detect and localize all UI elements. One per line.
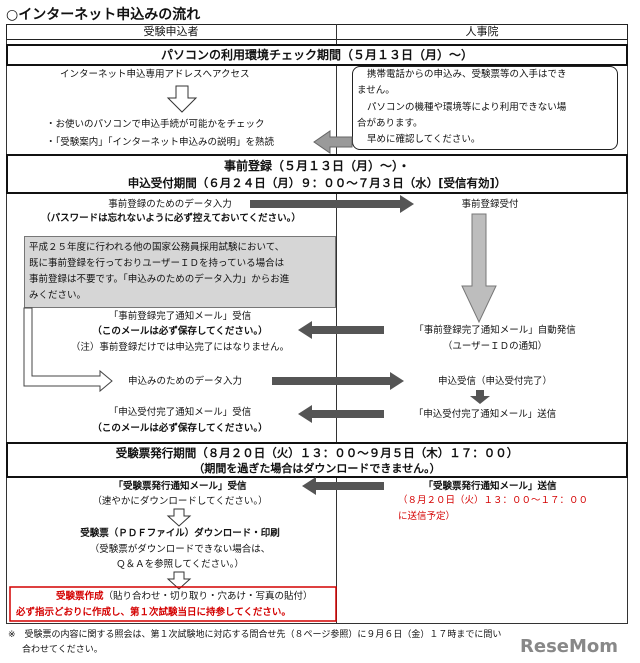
- page-title: ○インターネット申込みの流れ: [6, 7, 201, 23]
- make-ticket-warning: 必ず指示どおりに作成し、第１次試験当日に持参してください。: [16, 607, 291, 618]
- footnote-line-2: 合わせてください。: [22, 645, 103, 655]
- pdf-note-line-2: Ｑ＆Ａを参照してください。）: [116, 559, 244, 570]
- column-right-label: 人事院: [465, 25, 499, 38]
- phase2-header-line1: 事前登録（５月１３日（月）～）・: [223, 159, 410, 173]
- footnote-line-1: ※ 受験票の内容に関する照会は、第１次試験地に対応する問合せ先（８ページ参照）に…: [8, 630, 502, 640]
- caution-line-4: 合があります。: [357, 118, 423, 129]
- schedule-line-1: （８月２０日（火）１３：００～１７：００: [398, 495, 589, 506]
- column-divider: [336, 24, 337, 624]
- pdf-note-line-1: （受験票がダウンロードできない場合は、: [89, 544, 271, 555]
- auto-send-mail: 「事前登録完了通知メール」自動発信: [414, 325, 576, 336]
- make-ticket-box: [9, 586, 337, 622]
- make-ticket-detail: （貼り合わせ・切り取り・穴あけ・写真の貼付）: [103, 591, 313, 602]
- existing-note-line-4: みください。: [29, 290, 87, 301]
- caution-line-2: ません。: [357, 85, 395, 96]
- right-arrow-apply: [272, 372, 404, 390]
- apply-received: 申込受信（申込受付完了）: [437, 376, 552, 387]
- down-arrow-issue-1: [166, 508, 192, 527]
- save-mail-note-2: （このメールは必ず保存してください。）: [92, 423, 268, 434]
- pre-reg-data-entry: 事前登録のためのデータ入力: [108, 199, 232, 210]
- phase2-header-line2: 申込受付期間（６月２４日（月）９：００～７月３日（水）[受信有効]）: [127, 176, 507, 190]
- column-header-row: [6, 24, 628, 40]
- existing-note-line-2: 既に事前登録を行っておりユーザーＩＤを持っている場合は: [29, 258, 285, 269]
- left-arrow-note: [313, 130, 353, 154]
- caution-line-3: パソコンの機種や環境等により利用できない場: [367, 102, 567, 113]
- left-arrow-issue-mail: [302, 477, 384, 495]
- down-arrow-issue-2: [166, 571, 192, 590]
- pdf-download: 受験票（ＰＤＦファイル）ダウンロード・印刷: [80, 528, 280, 539]
- phase3-header-line2: （期間を過ぎた場合はダウンロードできません。）: [193, 462, 441, 475]
- completion-mail-receive: 「事前登録完了通知メール」受信: [108, 311, 252, 322]
- save-mail-note-1: （このメールは必ず保存してください。）: [92, 326, 268, 337]
- left-arrow-accept-mail: [298, 405, 384, 423]
- watermark-logo: ReseMom: [520, 636, 619, 657]
- pre-reg-receipt: 事前登録受付: [461, 199, 519, 210]
- accept-mail-send: 「申込受付完了通知メール」送信: [413, 409, 557, 420]
- caution-line-5: 早めに確認してください。: [367, 134, 481, 145]
- issue-mail-send: 「受験票発行通知メール」送信: [423, 481, 557, 492]
- phase1-header-text: パソコンの利用環境チェック期間（５月１３日（月）～）: [160, 48, 473, 62]
- right-arrow-pre-reg: [250, 195, 414, 213]
- caution-line-1: 携帯電話からの申込み、受験票等の入手はでき: [367, 69, 567, 80]
- make-ticket-label: 受験票作成（貼り合わせ・切り取り・穴あけ・写真の貼付）: [56, 590, 313, 604]
- apply-data-entry: 申込みのためのデータ入力: [127, 376, 242, 387]
- down-arrow-access: [166, 85, 198, 113]
- access-text: インターネット申込専用アドレスへアクセス: [60, 69, 250, 80]
- column-left-label: 受験申込者: [143, 25, 199, 38]
- schedule-line-2: に送信予定）: [398, 511, 456, 522]
- password-note: （パスワードは忘れないように必ず控えておいてください。）: [41, 213, 301, 224]
- phase2-header: 事前登録（５月１３日（月）～）・ 申込受付期間（６月２４日（月）９：００～７月３…: [6, 154, 628, 194]
- down-arrow-apply-received: [470, 390, 490, 404]
- read-guide-text: ・「受験案内」「インターネット申込みの説明」を熟読: [46, 137, 275, 148]
- existing-user-note: 平成２５年度に行われる他の国家公務員採用試験において、 既に事前登録を行っており…: [24, 236, 336, 308]
- caution-note-box: 携帯電話からの申込み、受験票等の入手はでき ません。 パソコンの機種や環境等によ…: [352, 66, 618, 150]
- existing-note-line-3: 事前登録は不要です。「申込みのためのデータ入力」からお進: [29, 274, 290, 285]
- down-arrow-pre-reg-receipt: [461, 213, 497, 324]
- accept-mail-receive: 「申込受付完了通知メール」受信: [108, 407, 252, 418]
- left-arrow-completion-mail: [298, 321, 384, 339]
- bypass-arrow: [23, 307, 113, 393]
- make-ticket-title: 受験票作成: [56, 591, 104, 602]
- user-id-notice: （ユーザーＩＤの通知）: [442, 341, 548, 352]
- phase3-header: 受験票発行期間（８月２０日（火）１３：００～９月５日（木）１７：００） （期間を…: [6, 442, 628, 478]
- not-complete-note: （注）事前登録だけでは申込完了にはなりません。: [70, 342, 290, 353]
- env-check-text: ・お使いのパソコンで申込手続が可能かをチェック: [46, 119, 265, 130]
- download-quick-note: （速やかにダウンロードしてください。）: [92, 496, 268, 507]
- phase1-header: パソコンの利用環境チェック期間（５月１３日（月）～）: [6, 44, 628, 66]
- issue-mail-receive: 「受験票発行通知メール」受信: [113, 481, 247, 492]
- phase3-header-line1: 受験票発行期間（８月２０日（火）１３：００～９月５日（木）１７：００）: [115, 446, 519, 460]
- existing-note-line-1: 平成２５年度に行われる他の国家公務員採用試験において、: [29, 242, 285, 253]
